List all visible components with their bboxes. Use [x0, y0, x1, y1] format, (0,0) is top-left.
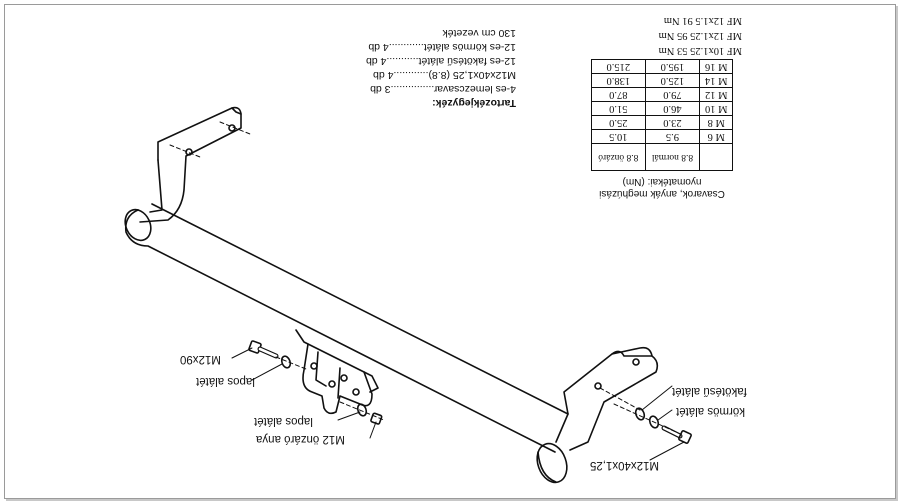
mf-torque-line: MF 12x1.5 91 Nm: [663, 15, 742, 26]
callout-onzaro-wrap: M12 önzáró anya: [256, 432, 345, 445]
torque-header-row: 8.8 normál 8.8 önzáró: [591, 143, 733, 171]
nut-washer-stack: [339, 401, 385, 425]
size-cell: M 6: [699, 129, 733, 144]
accessories-item: 4-es lemezcsavar...............3 db: [370, 83, 516, 95]
left-bracket: [139, 106, 251, 223]
self-cell: 215.0: [591, 59, 646, 74]
self-cell: 51.0: [591, 101, 646, 116]
bolt-m12x90: [248, 340, 307, 370]
self-cell: 25.0: [591, 115, 646, 130]
callout-lapos-alatet-1: lapos alátét: [196, 375, 255, 387]
callout-m12x40-wrap: M12x40x1,25: [590, 458, 659, 471]
self-cell: 138.0: [591, 73, 646, 88]
torque-col-size: [699, 143, 733, 171]
size-cell: M 10: [699, 101, 733, 116]
table-row: M 12 79.0 87.0: [591, 87, 733, 102]
callout-m12x40: M12x40x1,25: [590, 459, 660, 471]
torque-table: 8.8 normál 8.8 önzáró M 6 9.5 10.5 M 8 2…: [591, 59, 733, 171]
callout-lapos-alatet-2: lapos alátét: [254, 415, 313, 427]
torque-title-2: nyomatékai: (Nm): [622, 176, 702, 187]
mf-torque-line: MF 12x1.25 95 Nm: [658, 30, 742, 41]
callout-kormos-wrap: körmös alátét: [676, 404, 745, 417]
callout-fakotesu-alatet: fakötésű alátét: [672, 385, 747, 397]
leader-lines: [231, 347, 685, 461]
callout-lapos-2-wrap: lapos alátét: [254, 414, 313, 427]
table-row: M 14 125.0 138.0: [591, 73, 733, 88]
accessories-item: 12-es körmös alátét............4 db: [368, 41, 516, 53]
main-tube: [124, 203, 569, 484]
table-row: M 8 23.0 25.0: [591, 115, 733, 130]
table-row: M 10 46.0 51.0: [591, 101, 733, 116]
callout-m12x90-wrap: M12x90: [180, 352, 221, 365]
normal-cell: 9.5: [645, 129, 700, 144]
normal-cell: 79.0: [645, 87, 700, 102]
callout-m12x90: M12x90: [180, 353, 221, 365]
callout-lapos-1-wrap: lapos alátét: [196, 374, 255, 387]
size-cell: M 16: [699, 59, 733, 74]
right-bracket: [555, 346, 659, 451]
normal-cell: 23.0: [645, 115, 700, 130]
callout-kormos-alatet: körmös alátét: [676, 405, 746, 417]
self-cell: 87.0: [591, 87, 646, 102]
table-row: M 16 195.0 215.0: [591, 59, 733, 74]
center-hitch-bracket: [295, 329, 379, 415]
mf-torque-line: MF 10x1.25 53 Nm: [658, 45, 742, 56]
accessories-item: 130 cm vezeték: [442, 27, 516, 39]
sheet-border: [4, 4, 896, 499]
torque-block: Csavarok, anyák meghúzási nyomatékai: (N…: [578, 14, 746, 199]
size-cell: M 14: [699, 73, 733, 88]
torque-title-1: Csavarok, anyák meghúzási: [599, 188, 725, 199]
callout-onzaro-anya: M12 önzáró anya: [256, 433, 345, 445]
accessories-title: Tartozékjegyzék:: [432, 97, 516, 109]
torque-col-normal: 8.8 normál: [645, 143, 700, 171]
size-cell: M 12: [699, 87, 733, 102]
callout-fakotesu-wrap: fakötésű alátét: [672, 384, 747, 397]
bolt-m12x40: [613, 403, 692, 444]
table-row: M 6 9.5 10.5: [591, 129, 733, 144]
torque-col-self: 8.8 önzáró: [591, 143, 646, 171]
accessories-item: M12x40x1,25 (8.8)............4 db: [373, 69, 516, 81]
self-cell: 10.5: [591, 129, 646, 144]
accessories-item: 12-es fakötésű alátét...........4 db: [365, 55, 516, 67]
accessories-list: Tartozékjegyzék: 4-es lemezcsavar.......…: [346, 26, 516, 110]
normal-cell: 125.0: [645, 73, 700, 88]
size-cell: M 8: [699, 115, 733, 130]
normal-cell: 195.0: [645, 59, 700, 74]
normal-cell: 46.0: [645, 101, 700, 116]
